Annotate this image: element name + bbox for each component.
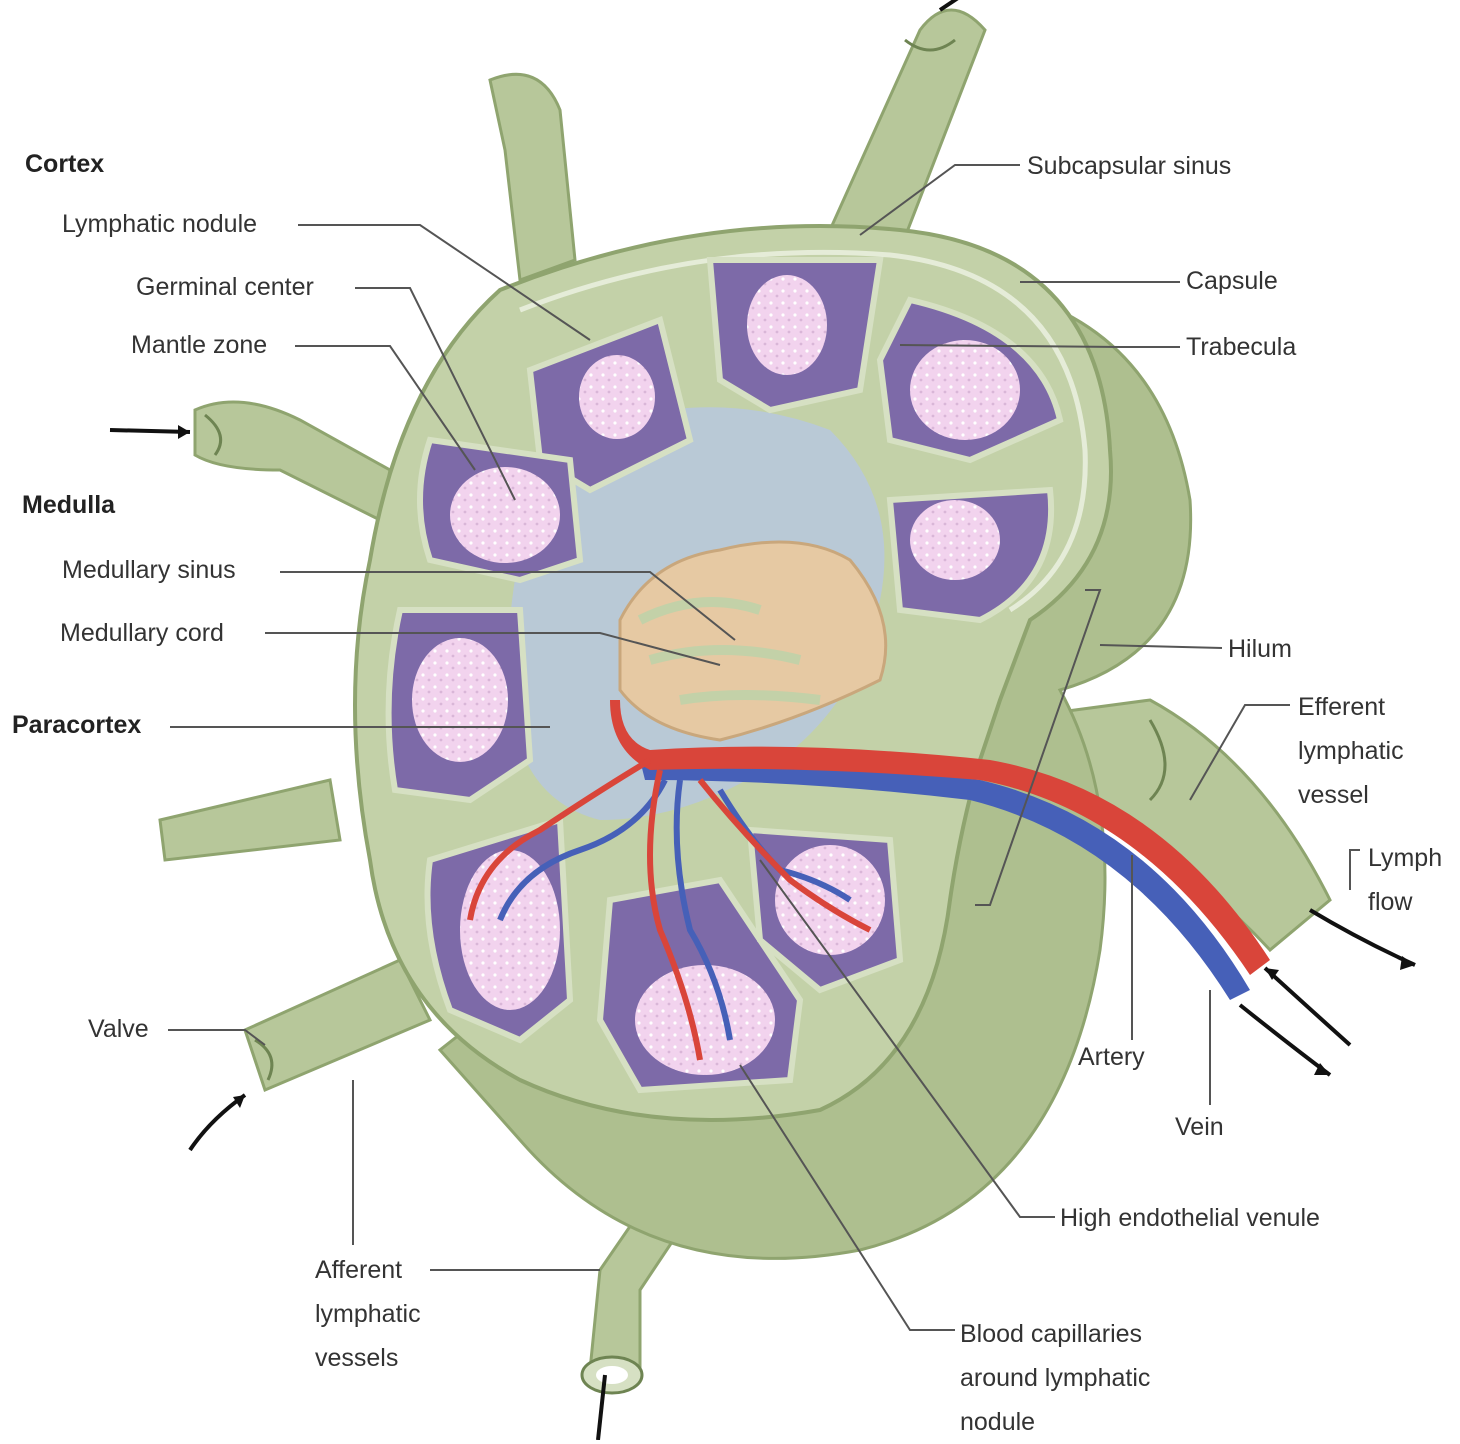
subcapsular-sinus-label: Subcapsular sinus	[1027, 153, 1231, 181]
vein-label: Vein	[1175, 1114, 1224, 1142]
capsule-label: Capsule	[1186, 268, 1278, 296]
efferent-line-1: Efferent	[1298, 685, 1404, 729]
afferent-vessel-bottom-left	[245, 960, 430, 1090]
blood-cap-line-2: around lymphatic	[960, 1356, 1150, 1400]
lymph-flow-line-2: flow	[1368, 880, 1442, 924]
afferent-vessel-mid-left	[160, 780, 340, 860]
cortex-heading: Cortex	[25, 151, 104, 179]
afferent-line-1: Afferent	[315, 1248, 421, 1292]
afferent-line-3: vessels	[315, 1336, 421, 1380]
efferent-line-2: lymphatic	[1298, 729, 1404, 773]
lymphatic-nodule-label: Lymphatic nodule	[62, 211, 257, 239]
blood-capillaries-label: Blood capillaries around lymphatic nodul…	[960, 1312, 1150, 1444]
lymph-flow-label: Lymph flow	[1368, 836, 1442, 924]
hilum-label: Hilum	[1228, 636, 1292, 664]
efferent-line-3: vessel	[1298, 773, 1404, 817]
medullary-sinus-label: Medullary sinus	[62, 557, 236, 585]
nodule-7	[428, 820, 571, 1040]
nodule-2	[710, 260, 880, 410]
afferent-vessel-top	[830, 10, 985, 250]
nodule-5	[420, 440, 580, 580]
nodule-6	[389, 610, 530, 800]
vessel-top-left	[490, 74, 575, 280]
paracortex-heading: Paracortex	[12, 712, 141, 740]
medullary-cord-label: Medullary cord	[60, 620, 224, 648]
afferent-lymphatic-vessels-label: Afferent lymphatic vessels	[315, 1248, 421, 1380]
efferent-lymphatic-vessel-label: Efferent lymphatic vessel	[1298, 685, 1404, 817]
valve-label: Valve	[88, 1016, 149, 1044]
lymph-flow-line-1: Lymph	[1368, 836, 1442, 880]
trabecula-label: Trabecula	[1186, 334, 1296, 362]
medulla-heading: Medulla	[22, 492, 115, 520]
mantle-zone-label: Mantle zone	[131, 332, 267, 360]
afferent-vessel-left	[195, 402, 390, 520]
high-endothelial-venule-label: High endothelial venule	[1060, 1205, 1320, 1233]
germinal-center-label: Germinal center	[136, 274, 314, 302]
blood-cap-line-3: nodule	[960, 1400, 1150, 1444]
artery-label: Artery	[1078, 1044, 1145, 1072]
afferent-line-2: lymphatic	[315, 1292, 421, 1336]
blood-cap-line-1: Blood capillaries	[960, 1312, 1150, 1356]
